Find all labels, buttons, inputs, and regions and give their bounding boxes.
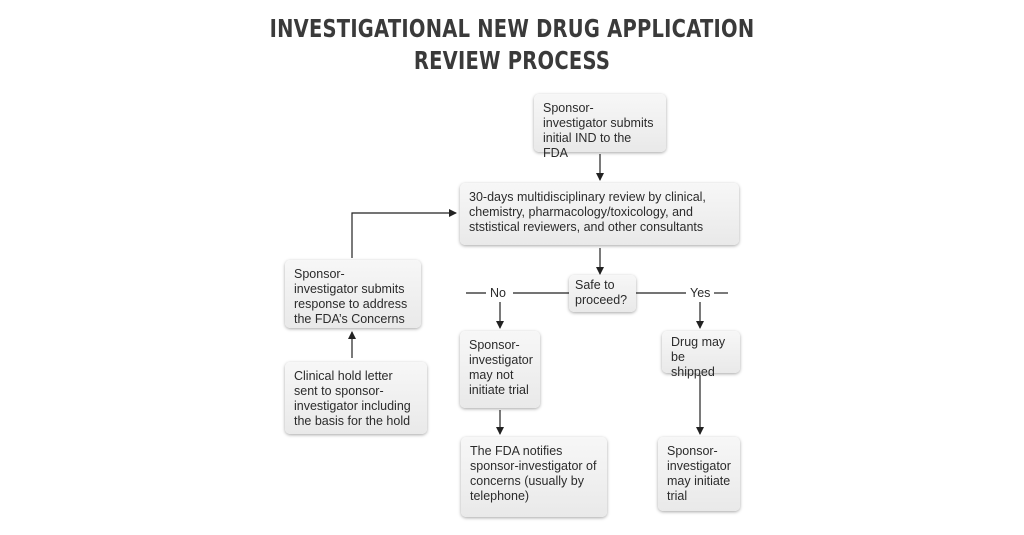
node-submit-response: Sponsor- investigator submits response t… <box>285 260 421 328</box>
node-fda-notifies: The FDA notifies sponsor-investigator of… <box>461 437 607 517</box>
node-submit-ind: Sponsor-investigator submits initial IND… <box>534 94 666 160</box>
title-line-2: REVIEW PROCESS <box>413 46 611 75</box>
node-drug-shipped: Drug may be shipped <box>662 331 740 379</box>
node-review: 30-days multidisciplinary review by clin… <box>460 183 739 245</box>
node-safe-to-proceed: Safe to proceed? <box>569 275 636 312</box>
node-may-initiate: Sponsor-investigator may initiate trial <box>658 437 740 511</box>
node-hold-letter: Clinical hold letter sent to sponsor-inv… <box>285 362 427 434</box>
label-yes: Yes <box>690 286 711 301</box>
title-line-1: INVESTIGATIONAL NEW DRUG APPLICATION <box>269 14 755 43</box>
arrow-response-to-review <box>351 209 457 258</box>
label-no: No <box>490 286 506 301</box>
node-may-not-initiate: Sponsor-investigator may not initiate tr… <box>460 331 540 408</box>
